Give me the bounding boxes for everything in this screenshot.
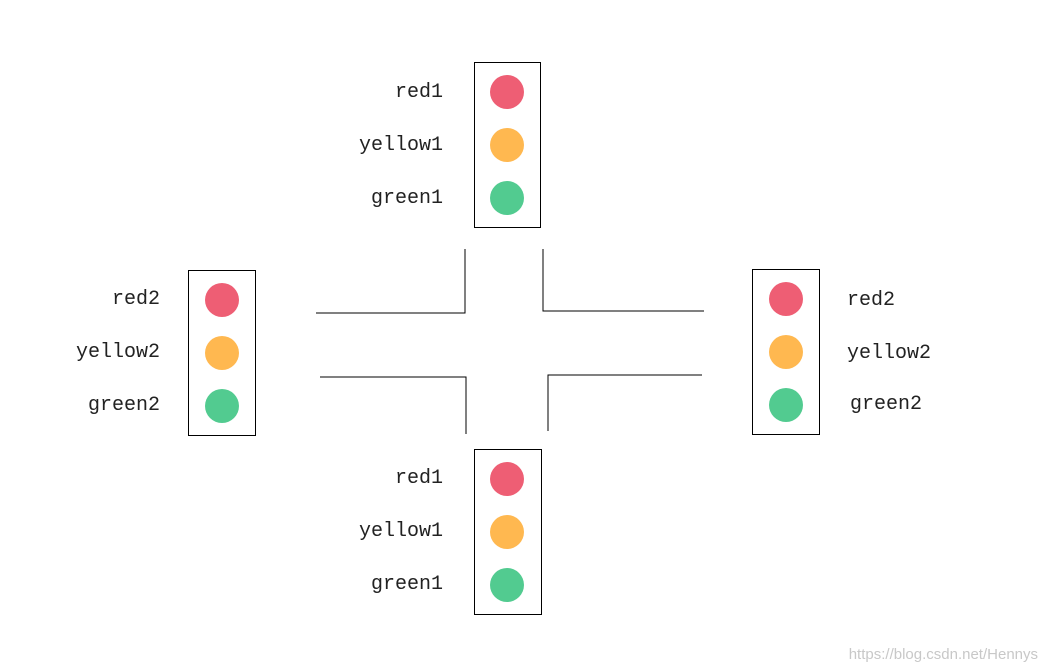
light-housing (474, 449, 542, 615)
light-label-red: red2 (847, 289, 896, 312)
light-label-red: red2 (111, 288, 160, 311)
green-lamp (769, 388, 803, 422)
yellow-lamp (490, 128, 524, 162)
red-lamp (205, 283, 239, 317)
green-lamp (205, 389, 239, 423)
red-lamp (490, 462, 524, 496)
light-label-yellow: yellow1 (358, 134, 443, 157)
light-housing (474, 62, 541, 228)
yellow-lamp (205, 336, 239, 370)
light-label-green: green2 (87, 394, 160, 417)
red-lamp (769, 282, 803, 316)
light-label-red: red1 (394, 81, 443, 104)
road-edge-top-right (542, 249, 704, 312)
road-edge-bottom-right (547, 374, 702, 431)
watermark: https://blog.csdn.net/Hennys (848, 646, 1038, 663)
green-lamp (490, 568, 524, 602)
green-lamp (490, 181, 524, 215)
light-label-yellow: yellow2 (75, 341, 160, 364)
road-edge-top-left (316, 249, 466, 314)
red-lamp (490, 75, 524, 109)
light-label-green: green1 (370, 187, 443, 210)
light-label-green: green2 (850, 393, 923, 416)
road-edge-bottom-left (320, 376, 467, 434)
light-label-green: green1 (370, 573, 443, 596)
light-housing (188, 270, 256, 436)
yellow-lamp (490, 515, 524, 549)
light-housing (752, 269, 820, 435)
light-label-red: red1 (394, 467, 443, 490)
light-label-yellow: yellow2 (847, 342, 932, 365)
light-label-yellow: yellow1 (358, 520, 443, 543)
yellow-lamp (769, 335, 803, 369)
